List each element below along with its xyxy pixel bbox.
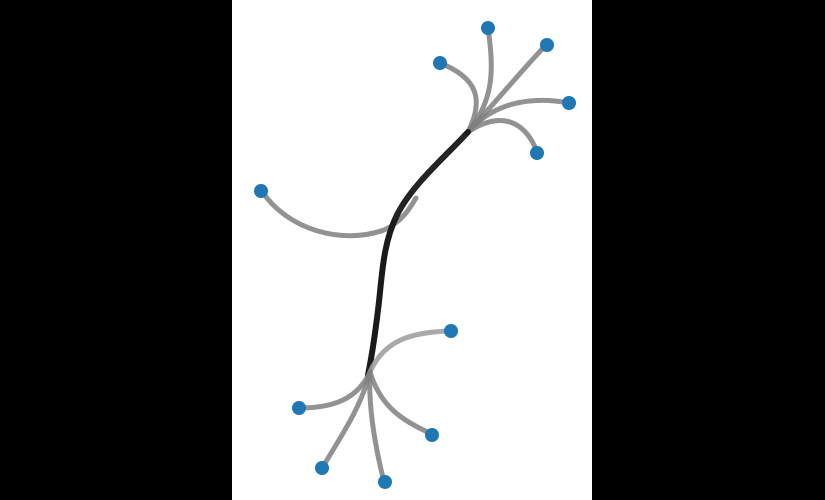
trunk-edges xyxy=(365,129,471,378)
side-branch-edges xyxy=(258,187,419,239)
leaf-node[interactable] xyxy=(292,401,306,415)
leaf-node[interactable] xyxy=(425,428,439,442)
leaf-node[interactable] xyxy=(562,96,576,110)
bundled-tree-diagram xyxy=(232,0,592,500)
leaf-nodes xyxy=(254,21,576,489)
edge-upper-2 xyxy=(437,60,479,135)
edge-lower-4 xyxy=(367,369,387,485)
diagram-canvas xyxy=(232,0,592,500)
upper-branch-edges xyxy=(437,25,572,155)
edge-lower-3 xyxy=(319,369,373,471)
leaf-node[interactable] xyxy=(254,184,268,198)
leaf-node[interactable] xyxy=(530,146,544,160)
edge-lower-1 xyxy=(367,328,453,375)
diagram-background xyxy=(232,0,592,500)
edge-side-left xyxy=(258,187,419,239)
edge-upper-5 xyxy=(465,118,540,155)
edge-trunk-overlay xyxy=(392,133,467,221)
leaf-node[interactable] xyxy=(540,38,554,52)
leaf-node[interactable] xyxy=(433,56,447,70)
leaf-node[interactable] xyxy=(481,21,495,35)
edge-upper-4 xyxy=(465,97,572,135)
letterbox-left xyxy=(0,0,232,500)
lower-branch-edges xyxy=(296,328,453,485)
letterbox-right xyxy=(592,0,825,500)
edge-lower-5 xyxy=(367,369,435,437)
leaf-node[interactable] xyxy=(378,475,392,489)
leaf-node[interactable] xyxy=(315,461,329,475)
leaf-node[interactable] xyxy=(444,324,458,338)
